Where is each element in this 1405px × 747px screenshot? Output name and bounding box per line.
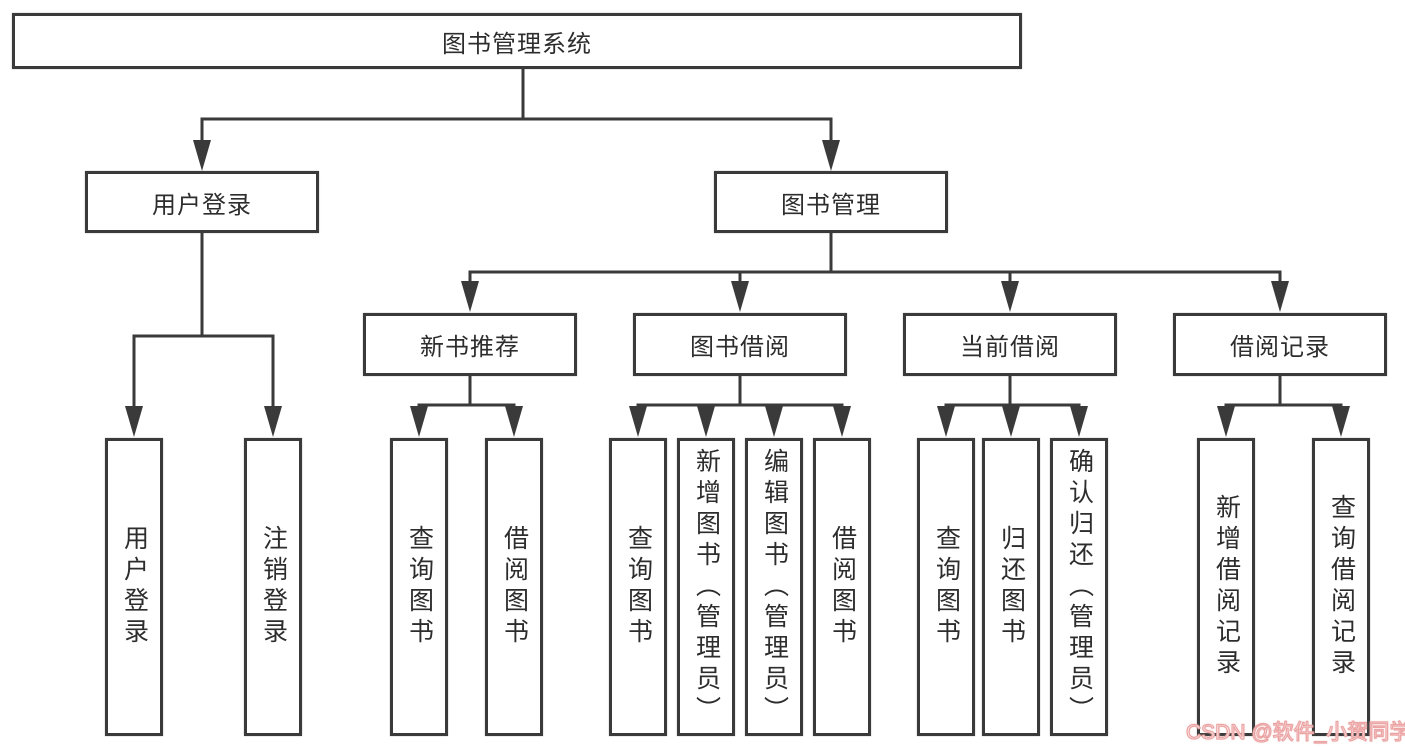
node-root-library-system: 图书管理系统 xyxy=(12,13,1022,69)
leaf-add-borrow-record: 新增借阅记录 xyxy=(1197,438,1255,736)
leaf-borrow-books: 借阅图书 xyxy=(813,438,871,736)
leaf-edit-books-admin: 编辑图书（管理员） xyxy=(745,438,803,736)
leaf-query-borrow-record: 查询借阅记录 xyxy=(1312,438,1370,736)
leaf-add-books-admin: 新增图书（管理员） xyxy=(677,438,735,736)
csdn-watermark: CSDN @软件_小贺同学 xyxy=(1185,720,1405,744)
leaf-return-books: 归还图书 xyxy=(982,438,1040,736)
node-current-borrow: 当前借阅 xyxy=(903,313,1117,376)
leaf-query-books-current: 查询图书 xyxy=(917,438,975,736)
leaf-user-login: 用户登录 xyxy=(105,438,163,736)
node-book-borrow: 图书借阅 xyxy=(633,313,847,376)
node-book-management: 图书管理 xyxy=(714,171,948,233)
node-new-book-recommend: 新书推荐 xyxy=(363,313,577,376)
leaf-logout: 注销登录 xyxy=(244,438,302,736)
node-borrow-records: 借阅记录 xyxy=(1173,313,1387,376)
leaf-query-books-recommend: 查询图书 xyxy=(390,438,448,736)
node-user-login: 用户登录 xyxy=(85,171,319,233)
leaf-confirm-return-admin: 确认归还（管理员） xyxy=(1050,438,1108,736)
leaf-borrow-books-recommend: 借阅图书 xyxy=(485,438,543,736)
leaf-query-books-borrow: 查询图书 xyxy=(609,438,667,736)
